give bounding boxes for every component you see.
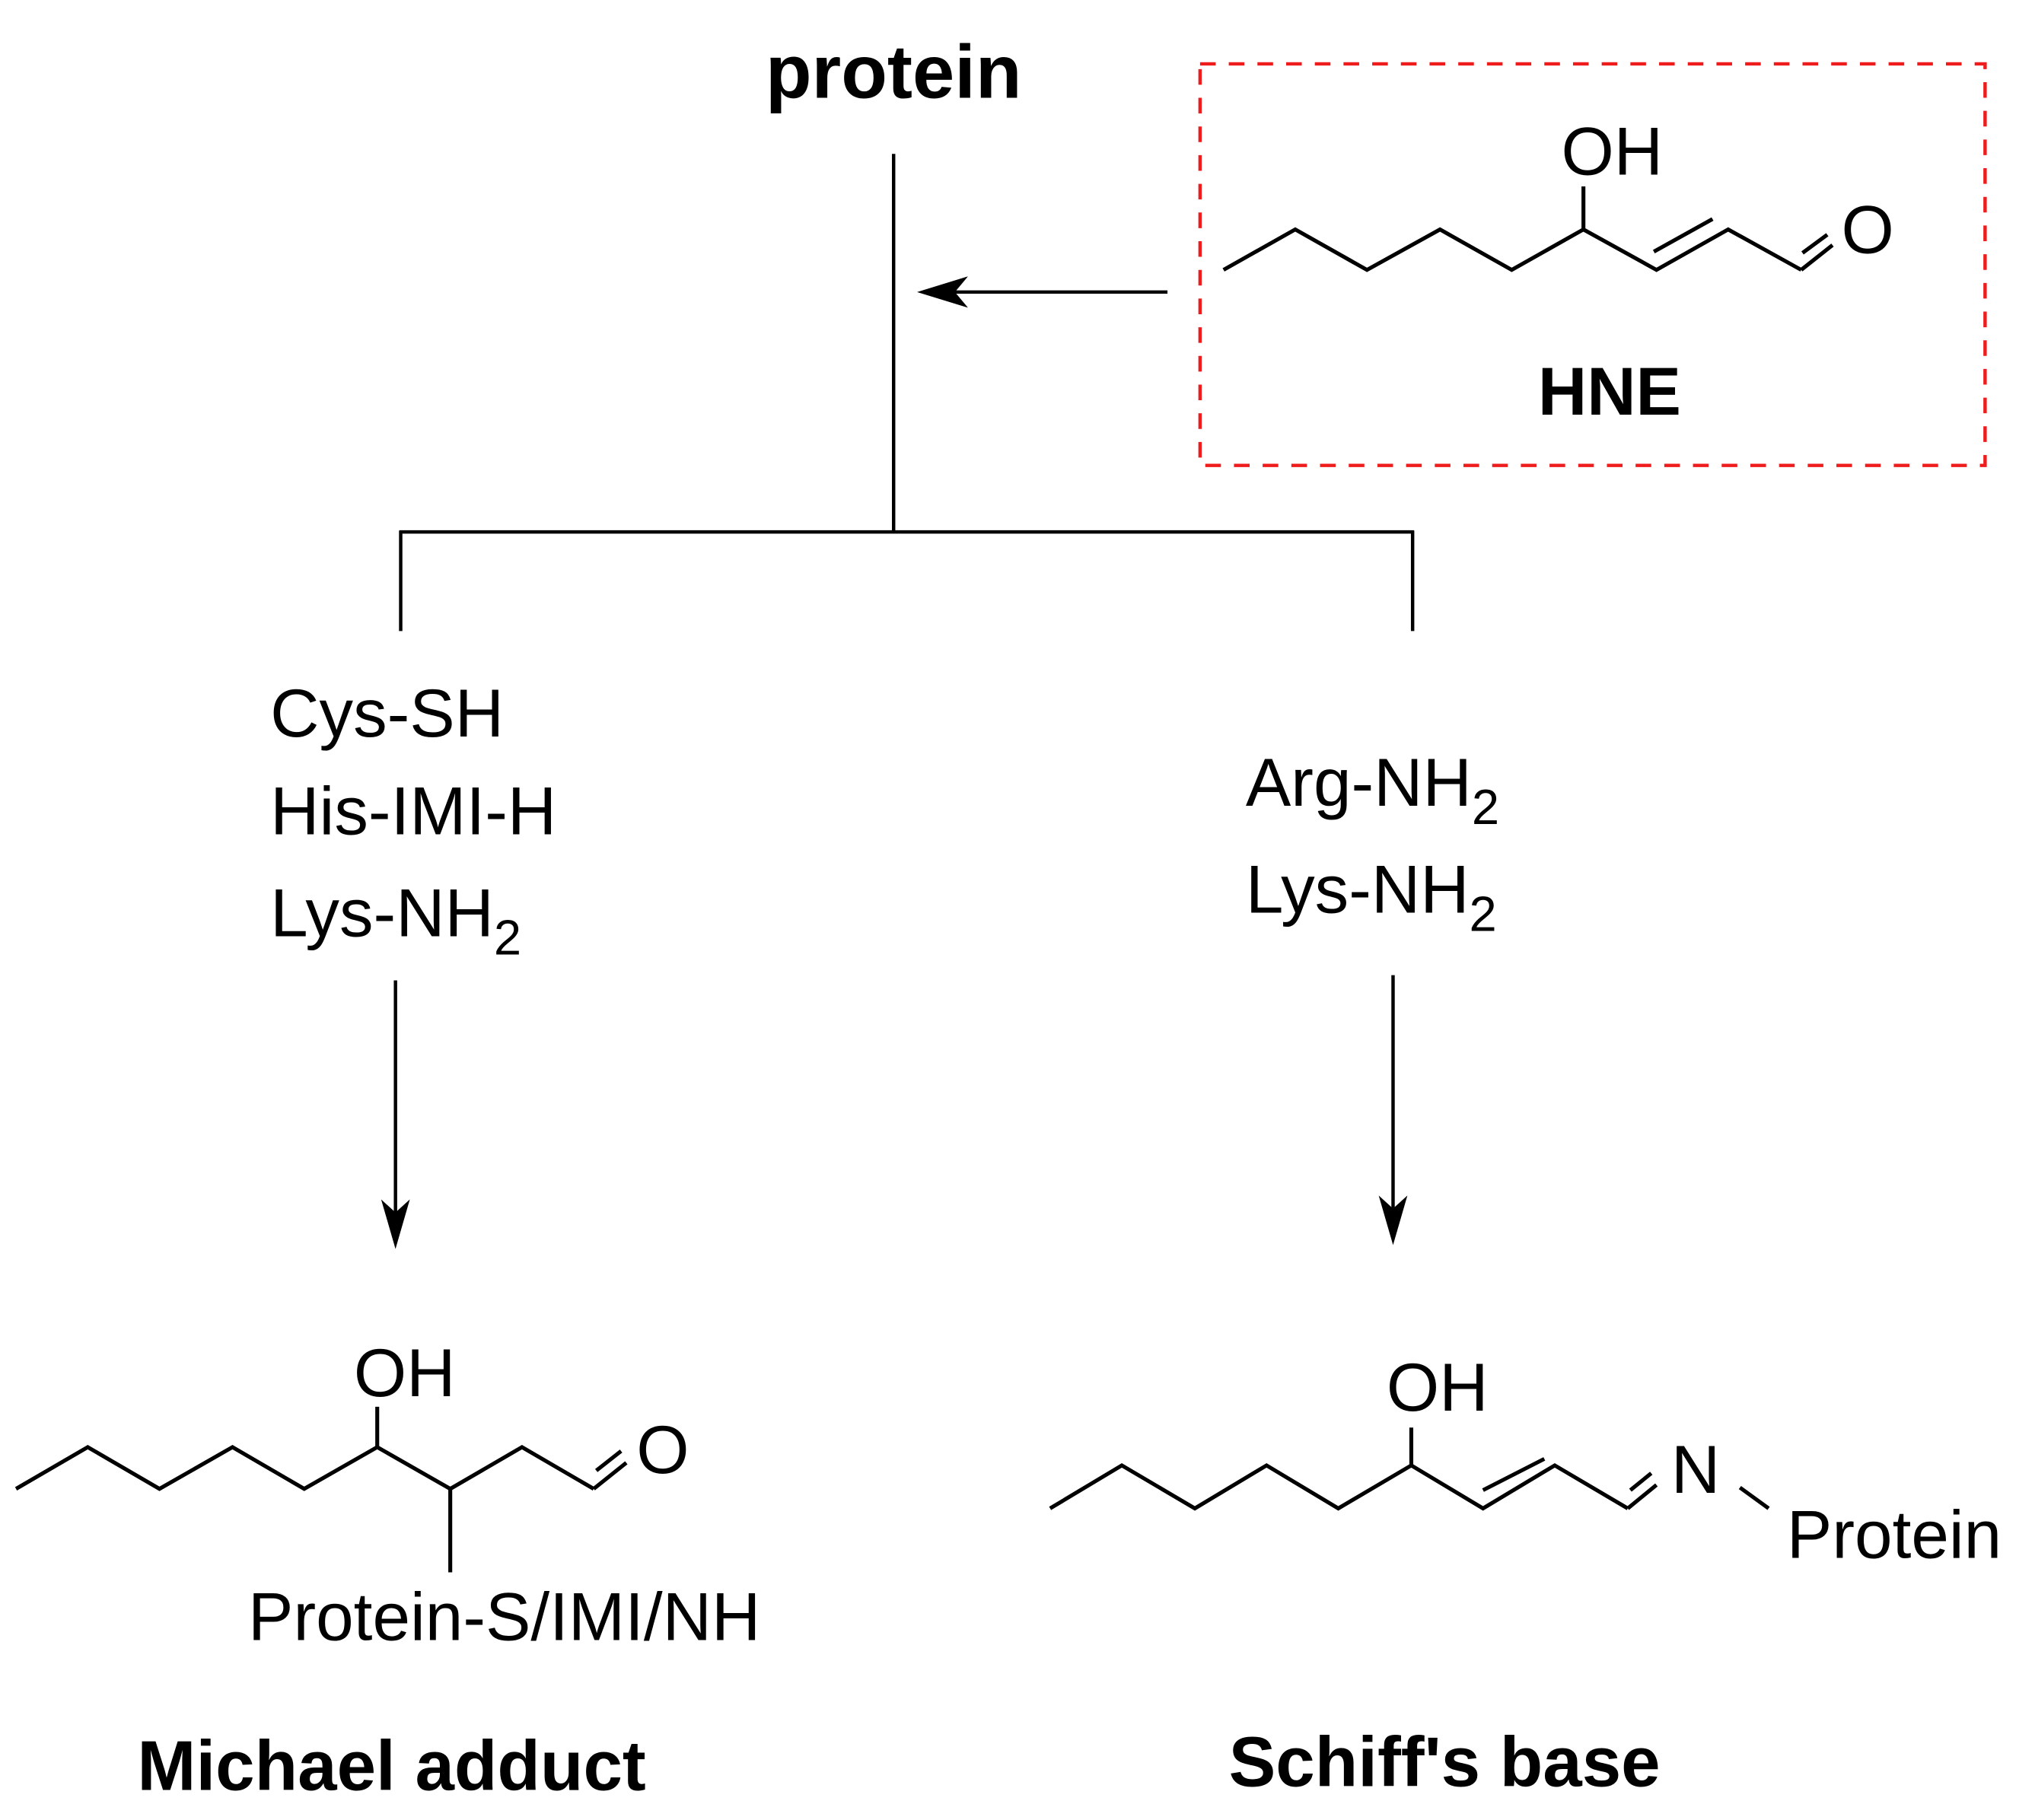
hne-label: HNE bbox=[1538, 353, 1681, 429]
hne-oh-label: OH bbox=[1562, 113, 1664, 189]
schiff-base-label: Schiff's base bbox=[1229, 1722, 1661, 1801]
highlight-box bbox=[1198, 62, 1987, 467]
residue-cys: Cys-SH bbox=[270, 675, 504, 751]
michael-adduct-label: Michael adduct bbox=[137, 1726, 645, 1806]
schiff-base-structure: OH N Protein Schiff's base bbox=[1049, 1349, 2002, 1801]
michael-substituent-label: Protein-S/IMI/NH bbox=[248, 1579, 760, 1655]
michael-o-label: O bbox=[636, 1411, 689, 1488]
hne-structure: OH O HNE bbox=[1198, 62, 1987, 467]
protein-title: protein bbox=[766, 30, 1022, 115]
schiff-oh-label: OH bbox=[1387, 1349, 1489, 1425]
branch-connector bbox=[399, 154, 1415, 632]
residue-lys-left: Lys-NH2 bbox=[270, 874, 521, 965]
michael-oh-label: OH bbox=[354, 1335, 456, 1411]
reaction-arrow-michael bbox=[381, 980, 410, 1249]
schiff-n-label: N bbox=[1671, 1431, 1720, 1507]
michael-adduct-structure: OH O Protein-S/IMI/NH Michael adduct bbox=[14, 1335, 760, 1806]
schiff-substituent-label: Protein bbox=[1787, 1497, 2002, 1573]
residue-his: His-IMI-H bbox=[270, 773, 556, 849]
reaction-arrow-hne bbox=[917, 276, 1168, 308]
right-residue-list: Arg-NH2 Lys-NH2 bbox=[1246, 744, 1499, 941]
left-residue-list: Cys-SH His-IMI-H Lys-NH2 bbox=[270, 675, 556, 965]
residue-arg: Arg-NH2 bbox=[1246, 744, 1499, 835]
reaction-arrow-schiff bbox=[1378, 975, 1408, 1246]
residue-lys-right: Lys-NH2 bbox=[1246, 851, 1497, 941]
hne-o-label: O bbox=[1842, 191, 1894, 267]
